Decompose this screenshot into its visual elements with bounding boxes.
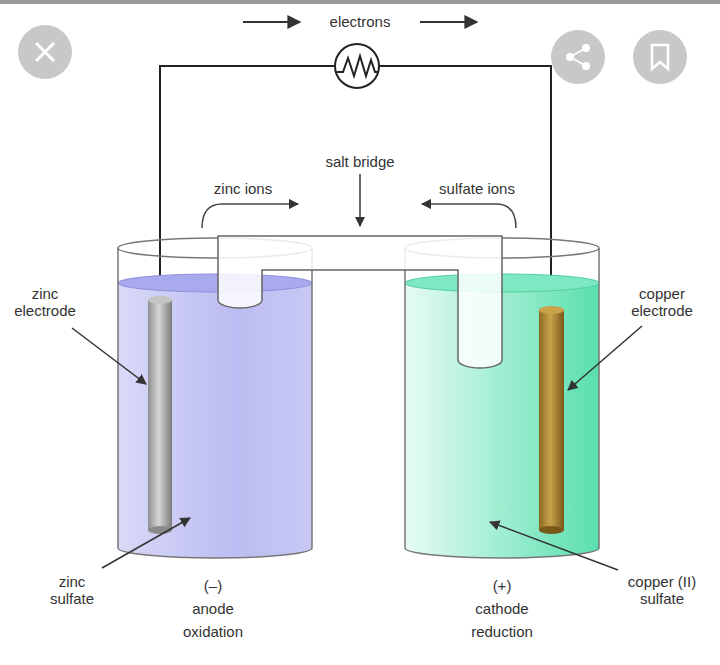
- electrode-role: anode: [192, 600, 234, 617]
- part-label: copper (II) sulfate: [617, 573, 707, 607]
- salt-bridge-tube: [218, 236, 502, 368]
- leader-line: [568, 326, 642, 390]
- electrode-sign: (+): [493, 577, 512, 594]
- ion-label: sulfate ions: [439, 180, 515, 197]
- share-button: [551, 30, 605, 84]
- electron-arrow: [420, 21, 477, 23]
- zinc-electrode: [148, 296, 172, 534]
- part-label: zinc sulfate: [40, 573, 104, 607]
- close-button: [18, 25, 72, 79]
- reaction-label: oxidation: [183, 623, 243, 640]
- leader-line: [102, 518, 190, 568]
- leader-line: [359, 174, 361, 226]
- beaker: [118, 238, 312, 558]
- ion-arrow: [202, 204, 298, 228]
- electron-arrow: [243, 21, 300, 23]
- ion-label: zinc ions: [214, 180, 272, 197]
- electrode-role: cathode: [475, 600, 528, 617]
- top-bar: [0, 0, 720, 4]
- part-label: copper electrode: [620, 285, 704, 319]
- ion-arrow: [422, 204, 516, 228]
- leader-line: [490, 522, 618, 570]
- part-label: salt bridge: [325, 153, 394, 170]
- reaction-label: reduction: [471, 623, 533, 640]
- resistor-symbol: [335, 44, 379, 88]
- bookmark-button: [633, 30, 687, 84]
- leader-line: [72, 328, 146, 384]
- current-label: electrons: [330, 13, 391, 30]
- part-label: zinc electrode: [5, 285, 85, 319]
- copper-electrode: [539, 306, 564, 534]
- electrode-sign: (–): [204, 577, 222, 594]
